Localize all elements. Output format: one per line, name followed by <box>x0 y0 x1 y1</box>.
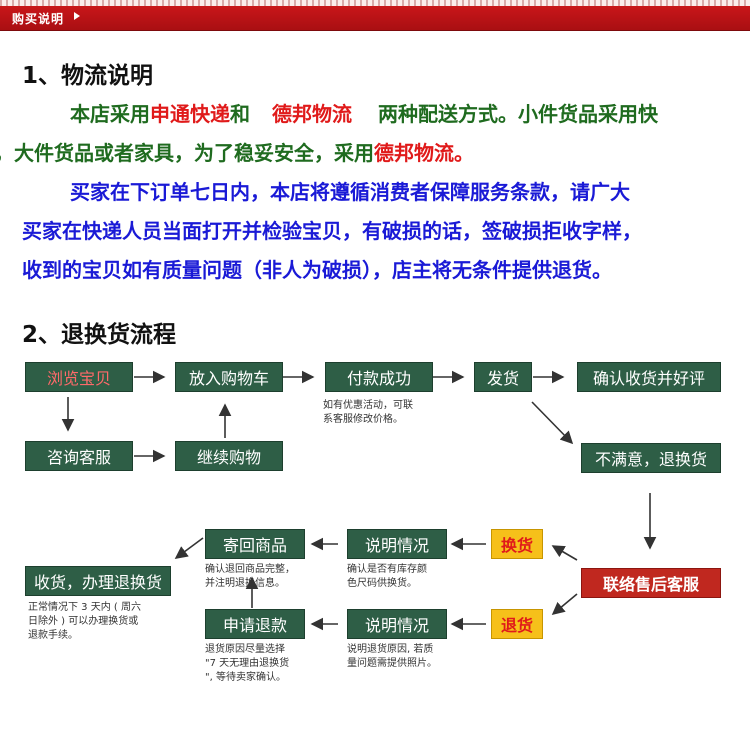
note-line: 并注明退换信息。 <box>205 578 285 589</box>
arrow-contact-exchange <box>551 545 578 561</box>
flow-refund: 退货 <box>491 609 543 639</box>
note-line: "7 天无理由退换货 <box>205 658 290 669</box>
guarantee-line-3: 收到的宝贝如有质量问题（非人为破损），店主将无条件提供退货。 <box>22 258 612 282</box>
header-label: 购买说明 <box>12 12 65 26</box>
note-explain1: 确认是否有库存颜 色尺码供换货。 <box>347 563 427 591</box>
note-line: 色尺码供换货。 <box>347 578 417 589</box>
note-apply: 退货原因尽量选择 "7 天无理由退换货 ", 等待卖家确认。 <box>205 643 289 685</box>
section1-title: 1、物流说明 <box>22 63 154 89</box>
carrier-deppon: 德邦物流 <box>272 102 352 126</box>
note-line: 退货原因尽量选择 <box>205 644 285 655</box>
note-line: 正常情况下 3 天内 ( 周六 <box>28 602 141 613</box>
flow-confirm: 确认收货并好评 <box>577 362 721 392</box>
guarantee-line-2: 买家在快递人员当面打开并检验宝贝，有破损的话，签破损拒收字样， <box>22 219 642 243</box>
note-pay: 如有优惠活动，可联 系客服修改价格。 <box>323 399 413 427</box>
carrier-deppon-2: 德邦物流。 <box>374 141 474 165</box>
flow-sendback: 寄回商品 <box>205 529 305 559</box>
flow-consult: 咨询客服 <box>25 441 133 471</box>
flow-explain2: 说明情况 <box>347 609 447 639</box>
note-sendback: 确认退回商品完整， 并注明退换信息。 <box>205 563 295 591</box>
flow-explain1: 说明情况 <box>347 529 447 559</box>
text-segment: 两种配送方式。小件货品采用快 <box>378 102 658 126</box>
text-segment: 和 <box>230 102 250 126</box>
flow-applyrefund: 申请退款 <box>205 609 305 639</box>
header-decoration <box>0 0 750 6</box>
arrow-sendback-receive <box>174 537 204 559</box>
note-explain2: 说明退货原因, 若质 量问题需提供照片。 <box>347 643 437 671</box>
flow-exchange: 换货 <box>491 529 543 559</box>
flow-continue: 继续购物 <box>175 441 283 471</box>
guarantee-paragraph: 买家在下订单七日内，本店将遵循消费者保障服务条款，请广大 买家在快递人员当面打开… <box>22 173 732 290</box>
note-line: 日除外 ) 可以办理换货或 <box>28 616 139 627</box>
logistics-paragraph: 本店采用申通快递和德邦物流 两种配送方式。小件货品采用快递，大件货品或者家具，为了… <box>0 95 732 173</box>
note-line: 确认退回商品完整， <box>205 564 295 575</box>
note-line: 退款手续。 <box>28 630 78 641</box>
note-receive: 正常情况下 3 天内 ( 周六 日除外 ) 可以办理换货或 退款手续。 <box>28 601 141 643</box>
note-line: 确认是否有库存颜 <box>347 564 427 575</box>
flow-cart: 放入购物车 <box>175 362 283 392</box>
flow-browse-label: 浏览宝贝 <box>46 369 111 388</box>
note-line: 说明退货原因, 若质 <box>347 644 434 655</box>
flow-unsatisfied: 不满意，退换货 <box>581 443 721 473</box>
guarantee-line-1: 买家在下订单七日内，本店将遵循消费者保障服务条款，请广大 <box>70 180 630 204</box>
section2-title: 2、退换货流程 <box>22 322 177 348</box>
play-arrow-icon <box>74 12 80 20</box>
text-segment: 递，大件货品或者家具，为了稳妥安全，采用 <box>0 141 374 165</box>
flow-browse: 浏览宝贝 <box>25 362 133 392</box>
flow-contact: 联络售后客服 <box>581 568 721 598</box>
flow-receive: 收货，办理退换货 <box>25 566 171 596</box>
text-segment: 本店采用 <box>70 102 150 126</box>
flow-ship: 发货 <box>474 362 532 392</box>
note-line: 系客服修改价格。 <box>323 414 403 425</box>
arrow-ship-unsatisfied <box>531 401 574 445</box>
note-line: 如有优惠活动，可联 <box>323 400 413 411</box>
note-line: ", 等待卖家确认。 <box>205 672 286 683</box>
arrow-contact-refund <box>551 593 578 616</box>
flow-pay: 付款成功 <box>325 362 433 392</box>
header-bar: 购买说明 <box>0 0 750 31</box>
note-line: 量问题需提供照片。 <box>347 658 437 669</box>
carrier-sto: 申通快递 <box>150 102 230 126</box>
